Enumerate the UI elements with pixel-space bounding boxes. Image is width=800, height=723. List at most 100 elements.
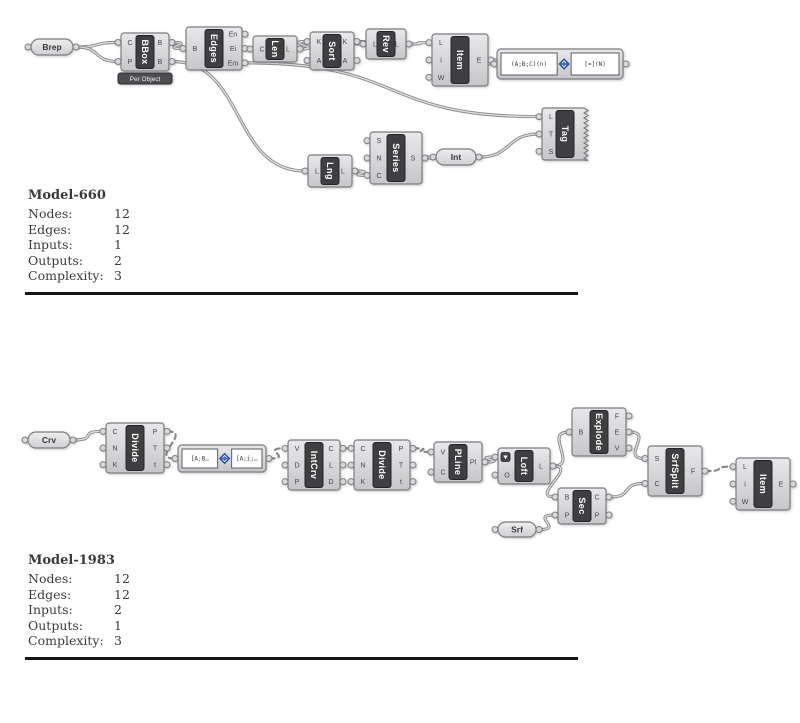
- port-nub[interactable]: [425, 73, 433, 81]
- port-nub[interactable]: [729, 497, 737, 505]
- port-nub[interactable]: [605, 511, 613, 519]
- capsule-body[interactable]: [497, 521, 537, 538]
- port-nub[interactable]: [339, 461, 347, 469]
- port-nub[interactable]: [363, 171, 371, 179]
- port-nub[interactable]: [475, 153, 483, 161]
- port-nub[interactable]: [729, 480, 737, 488]
- port-nub[interactable]: [363, 154, 371, 162]
- port-nub[interactable]: [21, 436, 29, 444]
- port-nub[interactable]: [179, 45, 187, 52]
- port-nub[interactable]: [622, 60, 630, 68]
- port-nub[interactable]: [425, 56, 433, 64]
- port-nub[interactable]: [303, 57, 311, 64]
- port-nub[interactable]: [429, 153, 437, 161]
- port-nub[interactable]: [425, 39, 433, 47]
- port-nub[interactable]: [163, 461, 171, 469]
- port-nub[interactable]: [565, 428, 573, 436]
- port-nub[interactable]: [265, 455, 273, 462]
- node-crv[interactable]: Crv: [21, 431, 77, 449]
- port-nub[interactable]: [409, 478, 417, 486]
- port-nub[interactable]: [427, 448, 435, 456]
- node-brep[interactable]: Brep: [24, 38, 80, 56]
- port-nub[interactable]: [339, 478, 347, 486]
- port-nub[interactable]: [163, 444, 171, 452]
- port-nub[interactable]: [351, 167, 359, 175]
- port-nub[interactable]: [241, 59, 249, 67]
- port-nub[interactable]: [339, 444, 347, 452]
- port-nub[interactable]: [491, 471, 499, 479]
- port-nub[interactable]: [409, 444, 417, 452]
- port-nub[interactable]: [625, 412, 633, 420]
- port-nub[interactable]: [641, 480, 649, 487]
- port-nub[interactable]: [281, 461, 289, 469]
- port-nub[interactable]: [114, 39, 122, 46]
- port-nub[interactable]: [490, 60, 498, 68]
- port-nub[interactable]: [481, 458, 489, 466]
- port-nub[interactable]: [347, 478, 355, 486]
- port-nub[interactable]: [99, 461, 107, 469]
- port-nub[interactable]: [551, 493, 559, 501]
- port-nub[interactable]: [625, 444, 633, 452]
- port-nub[interactable]: [789, 480, 797, 488]
- port-nub[interactable]: [535, 526, 543, 533]
- port-nub[interactable]: [641, 455, 649, 462]
- port-nub[interactable]: [625, 428, 633, 436]
- port-nub[interactable]: [72, 43, 80, 51]
- port-nub[interactable]: [551, 511, 559, 519]
- port-nub[interactable]: [99, 444, 107, 452]
- node-panel1[interactable]: (A;B;C)(n)[=](N): [490, 48, 630, 80]
- port-nub[interactable]: [347, 444, 355, 452]
- port-nub[interactable]: [729, 463, 737, 471]
- port-nub[interactable]: [281, 478, 289, 486]
- port-nub[interactable]: [363, 137, 371, 145]
- capsule-body[interactable]: [30, 38, 74, 56]
- port-nub[interactable]: [246, 45, 254, 53]
- capsule-body[interactable]: [27, 431, 71, 449]
- port-nub[interactable]: [405, 40, 413, 48]
- port-nub[interactable]: [353, 38, 361, 45]
- port-nub[interactable]: [409, 461, 417, 469]
- port-nub[interactable]: [549, 462, 557, 470]
- port-nub[interactable]: [301, 167, 309, 175]
- port-nub[interactable]: [359, 40, 367, 48]
- port-nub[interactable]: [535, 113, 543, 121]
- port-nub[interactable]: [491, 526, 499, 533]
- node-panel2[interactable]: [A;B…[A;i;…: [171, 444, 273, 473]
- port-nub[interactable]: [24, 43, 32, 51]
- port-nub[interactable]: [99, 427, 107, 435]
- port-nub[interactable]: [114, 58, 122, 65]
- port-nub[interactable]: [69, 436, 77, 444]
- port-nub[interactable]: [281, 444, 289, 452]
- port-nub[interactable]: [303, 38, 311, 45]
- node-srf[interactable]: Srf: [491, 521, 543, 538]
- port-nub[interactable]: [296, 45, 304, 53]
- port-nub[interactable]: [701, 467, 709, 475]
- capsule-body[interactable]: [435, 148, 477, 166]
- port-nub[interactable]: [491, 453, 499, 461]
- port-nub[interactable]: [421, 154, 429, 162]
- port-nub[interactable]: [353, 57, 361, 64]
- port-nub[interactable]: [163, 427, 171, 435]
- port-nub[interactable]: [241, 30, 249, 38]
- port-nub[interactable]: [168, 58, 176, 65]
- port-nub[interactable]: [168, 39, 176, 46]
- port-nub[interactable]: [605, 493, 613, 501]
- port-nub[interactable]: [171, 455, 179, 462]
